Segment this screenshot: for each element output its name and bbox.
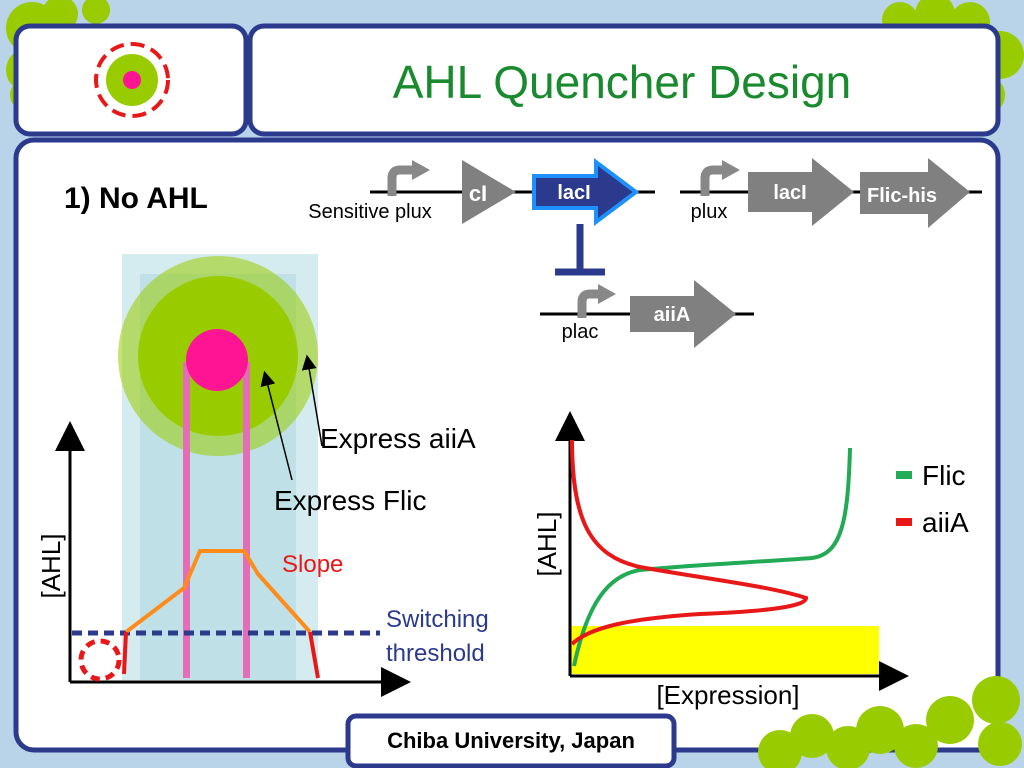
gene-lacI-highlighted	[532, 158, 640, 226]
left-plot-ylabel: [AHL]	[36, 533, 66, 598]
gene-cI	[462, 160, 516, 224]
section-label: 1) No AHL	[64, 182, 208, 215]
promoter-label-plux: plux	[691, 201, 728, 223]
threshold-label-line2: threshold	[386, 640, 485, 667]
gene-aiiA	[630, 280, 736, 348]
threshold-label-line1: Switching	[386, 606, 489, 633]
gene-label-cI: cI	[469, 181, 487, 206]
label-express-flic: Express Flic	[274, 485, 426, 516]
promoter-arrow-icon	[577, 289, 602, 318]
ahl-concentration-curve	[124, 549, 312, 634]
green-blob-bottomright-decoration	[758, 676, 1022, 768]
pink-line-left	[183, 362, 190, 678]
footer-box	[345, 713, 677, 768]
legend-swatch-aiia	[896, 518, 912, 526]
gene-flic-his	[860, 158, 970, 228]
dashed-cell-marker-icon	[78, 638, 122, 682]
ahl-drop-left	[122, 631, 128, 675]
promoter-arrow-icon	[387, 165, 416, 196]
ahl-drop-right	[308, 631, 320, 679]
promoter-arrowhead-icon	[412, 160, 430, 180]
legend-label-aiia: aiiA	[922, 507, 969, 538]
pink-line-right	[243, 362, 250, 678]
promoter-arrowhead-icon	[722, 160, 740, 180]
promoter-arrowhead-icon	[598, 284, 616, 304]
chart-xlabel: [Expression]	[656, 680, 799, 710]
highlight-band	[571, 626, 879, 674]
cell-time-plot: Express aiiA Express Flic [AHL] Switchin…	[36, 254, 489, 697]
cell-core	[186, 329, 248, 391]
title-panel	[247, 23, 1001, 137]
gene-label-flic-his: Flic-his	[867, 185, 937, 207]
gene-label-lacI-2: lacI	[773, 182, 806, 204]
slope-label: Slope	[282, 551, 343, 578]
series-line-flic	[572, 447, 852, 667]
legend-label-flic: Flic	[922, 460, 966, 491]
gene-label-lacI-1: lacI	[557, 182, 590, 204]
response-chart: [AHL] [Expression] Flic aiiA	[532, 411, 969, 710]
promoter-label-plac: plac	[562, 321, 599, 343]
arrow-to-aiia-halo	[301, 354, 323, 447]
gene-lacI-2	[748, 158, 854, 226]
gene-label-aiiA: aiiA	[654, 304, 691, 326]
circuit-diagram: Sensitive plux cI lacI plux lacI Flic-hi…	[308, 158, 982, 348]
series-line-aiia	[570, 439, 809, 646]
chart-ylabel: [AHL]	[532, 511, 562, 576]
label-express-aiia: Express aiiA	[320, 423, 476, 454]
promoter-label-sensitive-plux: Sensitive plux	[308, 201, 431, 223]
page-title: AHL Quencher Design	[393, 56, 852, 108]
footer-affiliation: Chiba University, Japan	[387, 728, 635, 753]
arrow-to-flic-halo	[260, 370, 293, 481]
promoter-arrow-icon	[700, 165, 726, 196]
target-logo-icon	[94, 42, 170, 118]
legend-swatch-flic	[896, 471, 912, 479]
